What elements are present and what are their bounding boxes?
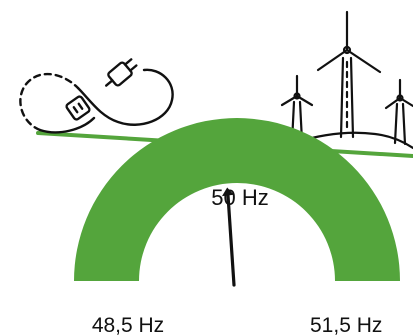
gauge-needle bbox=[222, 187, 236, 287]
gauge-center-label: 50 Hz bbox=[211, 185, 268, 210]
wind-turbines-icon bbox=[278, 10, 413, 152]
gauge-min-label: 48,5 Hz bbox=[92, 314, 164, 335]
frequency-gauge-arc bbox=[74, 118, 400, 281]
plug-loop-icon bbox=[19, 58, 174, 134]
gauge-max-label: 51,5 Hz bbox=[310, 314, 382, 335]
